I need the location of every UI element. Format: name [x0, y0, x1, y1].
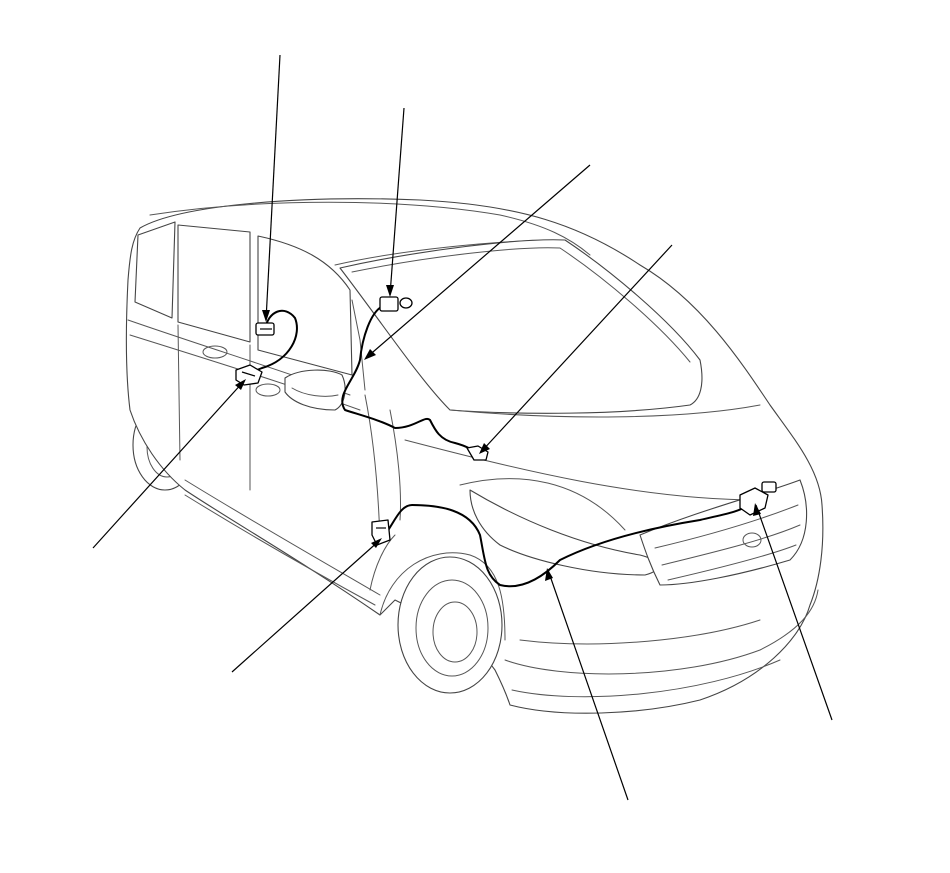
harness-front: [379, 487, 776, 588]
leader-bottom-right: [753, 503, 833, 721]
component-roof-sensor: [379, 296, 413, 312]
side-mirror: [284, 369, 346, 411]
component-door-unit: [235, 364, 263, 386]
component-rear-roof: [255, 322, 275, 336]
leader-upper-right-2: [479, 244, 673, 454]
side-window-middle: [177, 224, 251, 343]
windshield: [339, 239, 703, 414]
harness-roof-to-fender: [341, 304, 481, 456]
leader-left: [92, 379, 246, 549]
component-front-sensor: [739, 481, 777, 516]
leader-top-center: [386, 107, 405, 297]
leader-lower-left: [231, 538, 382, 673]
components: [235, 296, 777, 546]
component-fender-bracket: [371, 519, 391, 546]
leader-bottom-center: [545, 568, 629, 801]
leader-upper-right-1: [364, 164, 591, 360]
side-window-rear: [134, 221, 176, 319]
leader-lines: [92, 54, 833, 801]
headlight: [469, 489, 659, 576]
front-wheel: [397, 556, 503, 694]
side-window-front: [257, 235, 353, 376]
leader-top-left: [262, 54, 281, 322]
